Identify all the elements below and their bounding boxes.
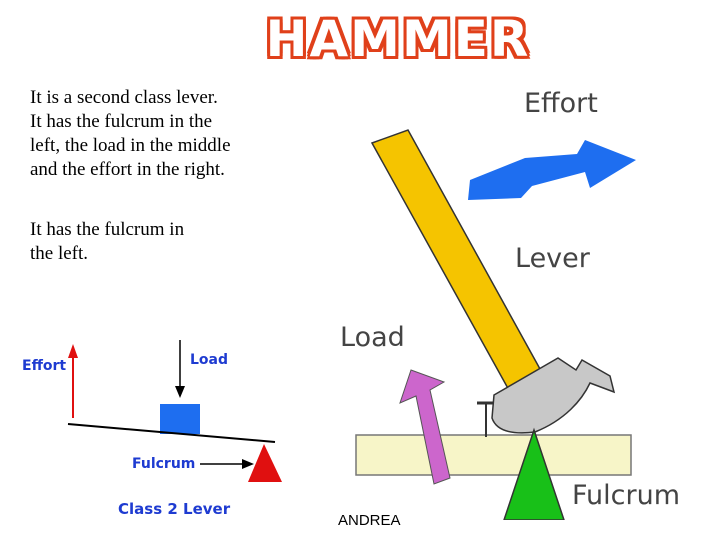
page-title: HAMMER xyxy=(265,10,531,68)
effort-arrowhead xyxy=(68,344,78,358)
fulcrum-triangle xyxy=(248,444,282,482)
fulcrum-label: Fulcrum xyxy=(572,480,681,511)
small-fulcrum-label: Fulcrum xyxy=(132,456,196,472)
description-extra: It has the fulcrum in the left. xyxy=(30,218,250,266)
load-box xyxy=(160,404,200,434)
description: It is a second class lever. It has the f… xyxy=(30,86,304,182)
author-label: ANDREA xyxy=(338,512,401,529)
effort-label: Effort xyxy=(524,88,598,119)
description-line: left, the load in the middle xyxy=(30,135,231,156)
board xyxy=(355,434,632,476)
description-line: It is a second class lever. xyxy=(30,87,218,108)
description-line: It has the fulcrum in xyxy=(30,219,185,240)
small-effort-label: Effort xyxy=(22,358,67,374)
description-line: It has the fulcrum in the xyxy=(30,111,213,132)
small-load-label: Load xyxy=(190,352,229,368)
description-line: and the effort in the right. xyxy=(30,159,225,180)
description-line: the left. xyxy=(30,243,89,264)
load-label: Load xyxy=(340,322,405,353)
effort-arrow-big xyxy=(468,140,636,200)
hammer-diagram xyxy=(355,129,636,520)
fulcrum-triangle-big xyxy=(503,427,565,520)
lever-bar xyxy=(67,423,276,443)
fulcrum-arrowhead xyxy=(242,459,254,469)
lever-label: Lever xyxy=(515,243,590,274)
hammer-head xyxy=(491,357,616,434)
diagram-caption: Class 2 Lever xyxy=(118,500,231,518)
load-arrowhead xyxy=(175,386,185,398)
load-arrow-big xyxy=(399,369,451,485)
class2-lever-diagram xyxy=(67,340,282,482)
